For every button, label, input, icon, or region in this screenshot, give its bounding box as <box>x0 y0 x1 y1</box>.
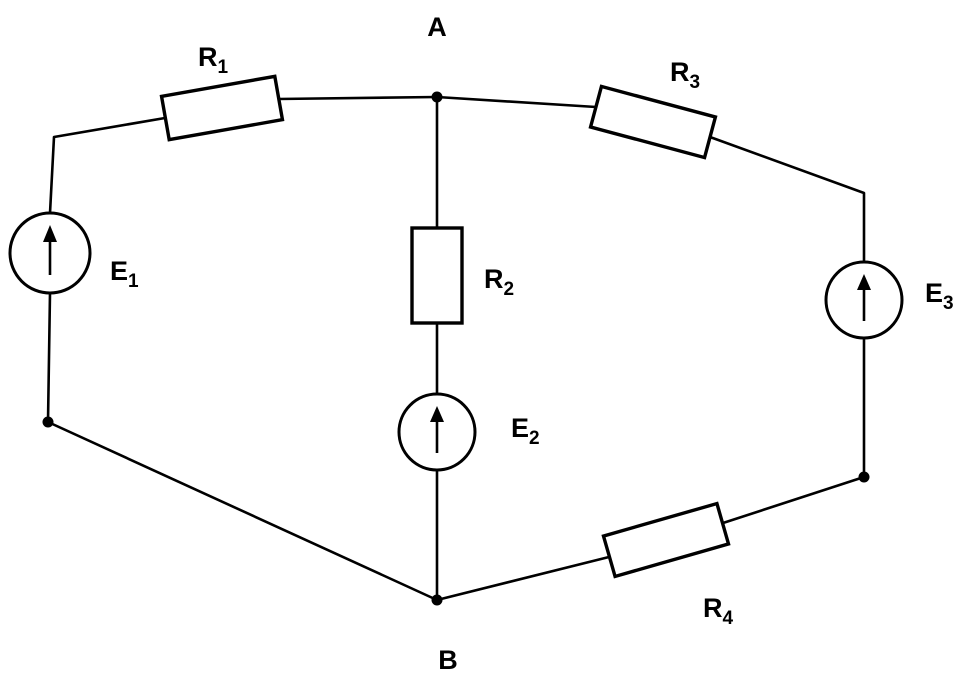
resistor-r4-label: R4 <box>703 593 734 629</box>
r2-label-base: R <box>484 264 504 294</box>
wire-r4-to-nodeB <box>435 555 611 602</box>
e2-arrowhead-icon <box>430 406 444 422</box>
e1-label-base: E <box>110 256 128 286</box>
r1-label-sub: 1 <box>218 57 229 78</box>
junction-right-dot <box>858 471 870 483</box>
source-e3-label: E3 <box>925 278 954 314</box>
node-a-dot <box>431 91 443 103</box>
labels: A B R1 R2 R3 R4 E1 E2 E3 <box>110 12 954 675</box>
e3-label-base: E <box>925 278 943 308</box>
resistor-r4 <box>601 501 731 579</box>
wire-r1-to-e1 <box>48 116 167 215</box>
wires <box>46 95 866 602</box>
e3-arrowhead-icon <box>857 274 871 290</box>
resistor-r1-label: R1 <box>198 42 229 78</box>
e2-label-base: E <box>511 413 529 443</box>
junction-dots <box>42 91 870 606</box>
wire-junction-left-to-nodeB <box>46 420 439 602</box>
r4-label-sub: 4 <box>723 608 734 629</box>
e3-label-sub: 3 <box>943 293 954 314</box>
r1-label-base: R <box>198 42 218 72</box>
r4-label-base: R <box>703 593 723 623</box>
junction-left-dot <box>42 416 54 428</box>
source-e3 <box>824 260 904 340</box>
resistors <box>159 74 731 579</box>
node-b-dot <box>431 594 443 606</box>
wire-e1-to-junction-left <box>46 291 52 424</box>
e1-label-sub: 1 <box>128 271 139 292</box>
resistor-r2-label: R2 <box>484 264 514 300</box>
wire-r3-to-e3 <box>708 135 866 264</box>
wire-junction-right-to-r4 <box>721 475 866 525</box>
resistor-r3-label: R3 <box>670 57 700 93</box>
node-b-label: B <box>438 645 458 675</box>
r3-label-sub: 3 <box>690 72 701 93</box>
resistor-r2 <box>410 226 464 325</box>
resistor-r1 <box>159 74 285 142</box>
e2-label-sub: 2 <box>529 428 540 449</box>
wire-nodeA-to-r3 <box>435 95 598 109</box>
source-e2 <box>397 392 477 472</box>
node-a-label: A <box>427 12 447 42</box>
resistor-r3 <box>588 84 718 160</box>
source-e2-label: E2 <box>511 413 540 449</box>
voltage-sources <box>8 211 904 472</box>
source-e1-label: E1 <box>110 256 139 292</box>
source-e1 <box>8 211 92 295</box>
r2-label-sub: 2 <box>504 279 515 300</box>
e1-arrowhead-icon <box>43 225 57 242</box>
wire-nodeA-to-r1 <box>276 95 439 101</box>
r3-label-base: R <box>670 57 690 87</box>
